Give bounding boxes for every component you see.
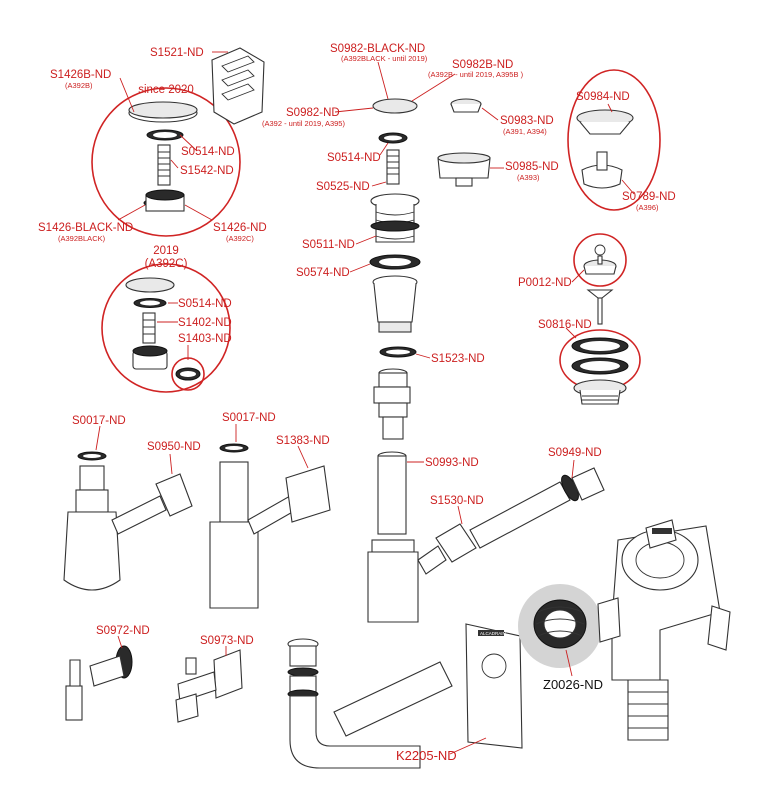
label-s0982: S0982-ND	[286, 107, 340, 119]
since-2020-group: since 2020 S1426B-ND (A392B) S0514-ND S1…	[38, 69, 267, 243]
label-s0982-sub: (A392 - until 2019, A395)	[262, 119, 345, 128]
label-s0983-sub: (A391, A394)	[503, 127, 547, 136]
plate-k2205	[465, 623, 523, 749]
label-s0574: S0574-ND	[296, 267, 350, 279]
side-pipe: S1530-ND S0949-ND	[417, 447, 605, 575]
label-s0993: S0993-ND	[425, 457, 479, 469]
o-ring-s0514-hole	[153, 132, 177, 138]
brand-on-plate: ALCADRAIN	[480, 631, 506, 636]
label-s1530: S1530-ND	[430, 495, 484, 507]
label-2019: 2019	[153, 245, 179, 257]
s1521-part: S1521-ND	[150, 47, 265, 125]
label-s0972: S0972-ND	[96, 625, 150, 637]
label-2019-sub: (A392C)	[145, 258, 188, 270]
label-s0816: S0816-ND	[538, 319, 592, 331]
label-s0017-b: S0017-ND	[222, 412, 276, 424]
square-plate-s1383	[285, 465, 331, 523]
s0984-circle	[567, 69, 661, 211]
u-pipe	[289, 695, 421, 769]
square-rosette-s0973	[213, 649, 243, 699]
p0012-circle	[573, 233, 627, 287]
clip-s1521	[211, 47, 265, 125]
label-s0789-sub: (A396)	[636, 203, 659, 212]
right-plug-group: P0012-ND S0816-ND	[518, 233, 641, 405]
cap-s0982	[372, 98, 418, 114]
label-s0984: S0984-ND	[576, 91, 630, 103]
lower-tube	[373, 283, 417, 323]
plug-s0789	[581, 164, 623, 189]
square-trap: S0017-ND S1383-ND	[209, 412, 331, 609]
label-s1521: S1521-ND	[150, 47, 204, 59]
label-s1542: S1542-ND	[180, 165, 234, 177]
label-s1402: S1402-ND	[178, 317, 232, 329]
since-2020-circle	[91, 87, 241, 237]
label-s1426-black: S1426-BLACK-ND	[38, 222, 133, 234]
nut-s1530	[435, 523, 477, 563]
bottom-center: ALCADRAIN K2205-ND	[287, 623, 523, 769]
label-p0012: P0012-ND	[518, 277, 572, 289]
label-s0950: S0950-ND	[147, 441, 201, 453]
label-s1426-black-sub: (A392BLACK)	[58, 234, 106, 243]
pipe-s0949	[469, 481, 571, 549]
right-top-group: S0984-ND S0789-ND (A396)	[567, 69, 676, 212]
left-trap: S0017-ND S0950-ND	[63, 415, 201, 591]
label-s1426b-sub: (A392B)	[65, 81, 93, 90]
label-s0511: S0511-ND	[302, 239, 355, 251]
z0026-group: Z0026-ND	[518, 584, 603, 692]
since-2020-label: since 2020	[138, 84, 194, 96]
label-s1383: S1383-ND	[276, 435, 330, 447]
label-s0983: S0983-ND	[500, 115, 554, 127]
label-s1523: S1523-ND	[431, 353, 485, 365]
label-s1426b: S1426B-ND	[50, 69, 111, 81]
label-k2205: K2205-ND	[396, 748, 457, 763]
cap-2019	[125, 277, 175, 293]
tube-s0993	[377, 455, 407, 535]
label-s0789: S0789-ND	[622, 191, 676, 203]
click-clack-cap-top	[128, 101, 198, 119]
label-s0514-a: S0514-ND	[181, 146, 235, 158]
label-s1426-sub: (A392C)	[226, 234, 254, 243]
spring-mechanism-s1542	[157, 144, 171, 186]
bottle-trap-body	[367, 551, 419, 623]
label-s1426: S1426-ND	[213, 222, 267, 234]
nut-top	[145, 189, 185, 201]
bottle-trap-s0950	[63, 511, 121, 591]
label-s0982-black-sub: (A392BLACK - until 2019)	[341, 54, 428, 63]
label-s0973: S0973-ND	[200, 635, 254, 647]
square-trap-body	[209, 521, 259, 609]
label-s0017-a: S0017-ND	[72, 415, 126, 427]
mechanism-s0525	[386, 149, 400, 185]
label-s0949: S0949-ND	[548, 447, 602, 459]
label-z0026: Z0026-ND	[543, 677, 603, 692]
label-s0982b-sub: (A392B - until 2019, A395B )	[428, 70, 524, 79]
label-s0514-c: S0514-ND	[327, 152, 381, 164]
valve-s0973: S0973-ND	[175, 635, 254, 723]
mechanism-s1402	[142, 312, 156, 344]
valve-s0972: S0972-ND	[65, 625, 150, 721]
label-s0525: S0525-ND	[316, 181, 370, 193]
label-s1403: S1403-ND	[178, 333, 232, 345]
label-s0514-b: S0514-ND	[178, 298, 232, 310]
sanitary-trap	[597, 519, 731, 741]
label-s0982-black: S0982-BLACK-ND	[330, 43, 425, 55]
center-column: S0982-BLACK-ND (A392BLACK - until 2019) …	[262, 43, 559, 623]
group-2019-circle	[101, 263, 231, 393]
label-s0985: S0985-ND	[505, 161, 559, 173]
group-2019: 2019 (A392C) S0514-ND S1402-ND S1403-ND	[101, 245, 232, 393]
label-s0982b: S0982B-ND	[452, 59, 513, 71]
label-s0985-sub: (A393)	[517, 173, 540, 182]
